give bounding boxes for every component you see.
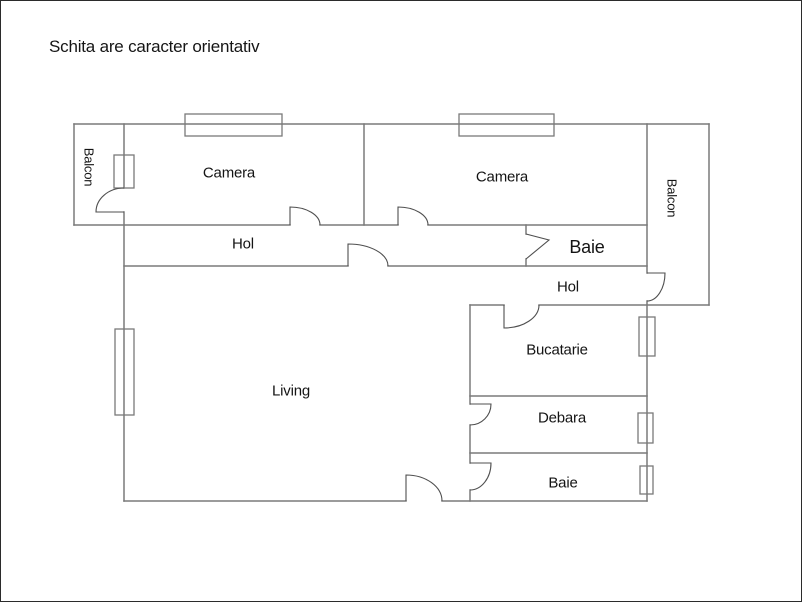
door-swing: [525, 233, 551, 260]
room-label-hol-upper: Hol: [232, 236, 254, 253]
door-swing: [469, 462, 492, 491]
window: [184, 113, 283, 137]
window: [114, 328, 135, 416]
door-swing: [469, 403, 492, 426]
room-label-camera-1: Camera: [203, 165, 256, 182]
window: [637, 412, 654, 444]
room-label-baie-upper: Baie: [569, 237, 604, 257]
window: [638, 316, 656, 357]
room-label-balcon-right: Balcon: [665, 179, 680, 218]
room-label-hol-lower: Hol: [557, 279, 579, 296]
window: [458, 113, 555, 137]
room-label-living: Living: [272, 383, 310, 400]
door-swing: [646, 272, 666, 302]
room-label-camera-2: Camera: [476, 169, 529, 186]
window: [639, 465, 654, 495]
room-label-balcon-left: Balcon: [82, 148, 97, 187]
door-swing: [405, 474, 443, 502]
room-label-baie-lower: Baie: [548, 475, 577, 492]
door-swing: [397, 206, 429, 226]
door-swing: [503, 304, 540, 329]
room-label-debara: Debara: [538, 410, 587, 427]
door-swing: [95, 187, 125, 213]
page-title: Schita are caracter orientativ: [49, 37, 260, 56]
door-swing: [347, 243, 389, 267]
room-label-bucatarie: Bucatarie: [526, 342, 588, 359]
door-swing: [289, 206, 321, 226]
